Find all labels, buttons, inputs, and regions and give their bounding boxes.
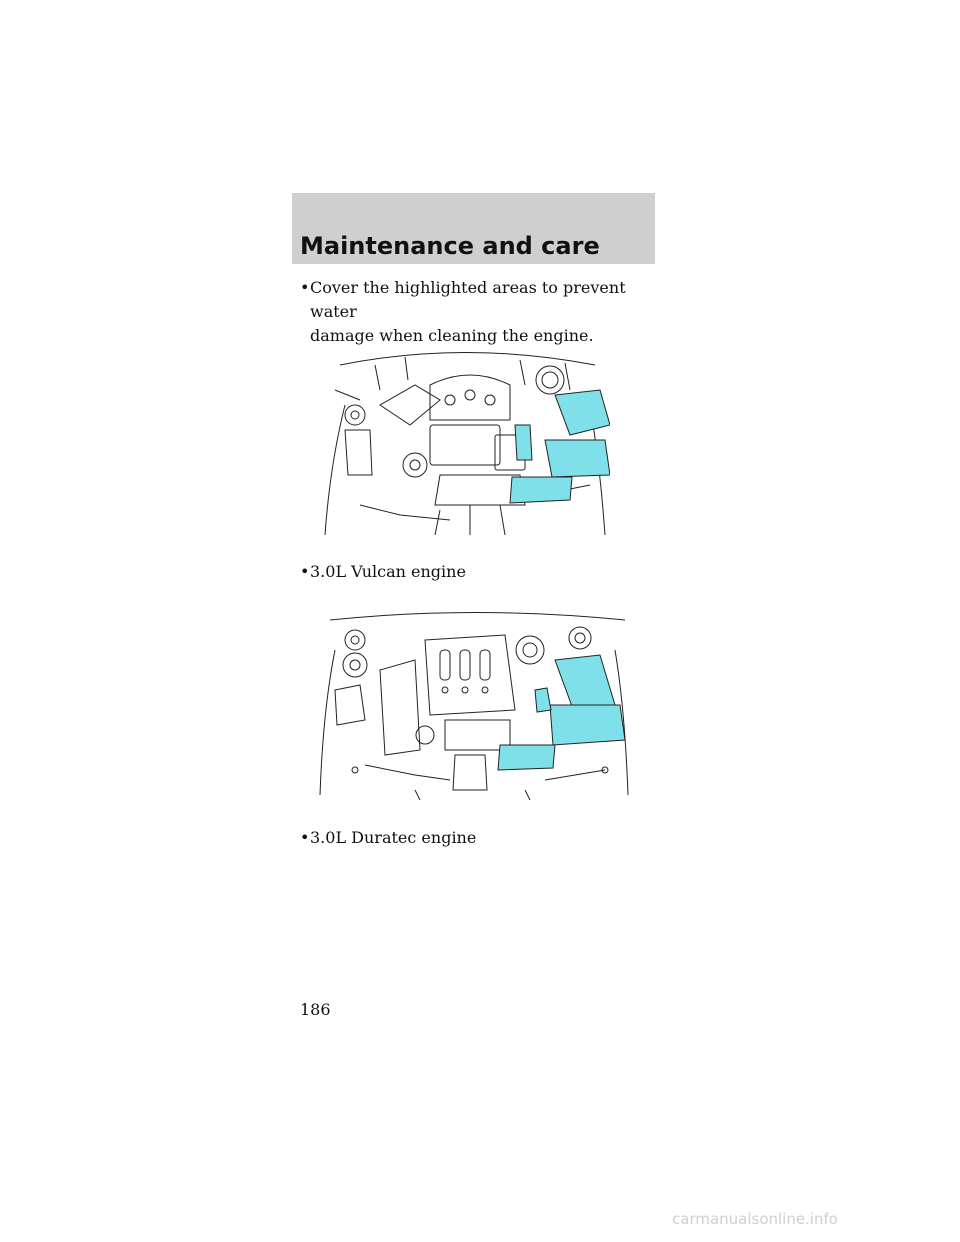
vulcan-engine-illustration — [320, 345, 610, 535]
intro-bullet: • Cover the highlighted areas to prevent… — [300, 276, 660, 348]
bullet-mark: • — [300, 828, 310, 847]
duratec-caption: • 3.0L Duratec engine — [300, 826, 660, 850]
caption-text: 3.0L Vulcan engine — [310, 562, 466, 581]
duratec-engine-illustration — [315, 610, 633, 800]
section-header-band — [292, 193, 655, 264]
bullet-mark: • — [300, 278, 310, 297]
watermark: carmanualsonline.info — [672, 1210, 838, 1228]
section-title: Maintenance and care — [300, 232, 600, 260]
intro-line-1: Cover the highlighted areas to prevent w… — [310, 278, 626, 321]
vulcan-caption: • 3.0L Vulcan engine — [300, 560, 660, 584]
intro-line-2: damage when cleaning the engine. — [310, 326, 594, 345]
bullet-mark: • — [300, 562, 310, 581]
page-number: 186 — [300, 1000, 331, 1019]
caption-text: 3.0L Duratec engine — [310, 828, 477, 847]
